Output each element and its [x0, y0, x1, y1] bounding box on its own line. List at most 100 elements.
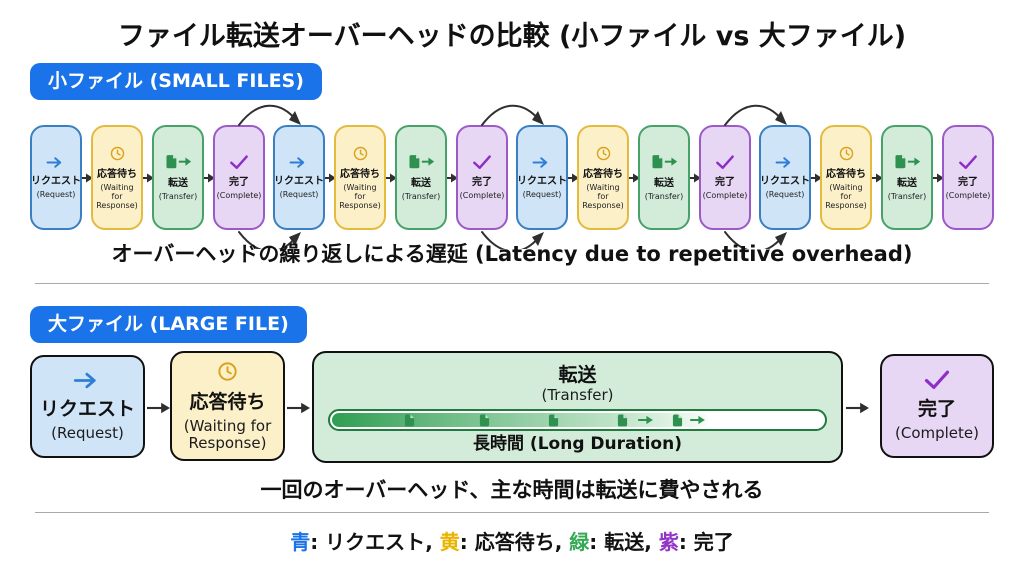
legend-label: : 転送: [589, 530, 645, 554]
step-label-en: (Transfer): [158, 191, 198, 201]
legend-label: : 応答待ち: [459, 530, 555, 554]
large-file-caption: 一回のオーバーヘッド、主な時間は転送に費やされる: [260, 478, 764, 502]
arrow-right-connector: [82, 125, 93, 230]
step-box-transfer: 転送 (Transfer): [152, 125, 204, 230]
arrow-right-icon: [289, 156, 309, 169]
legend-item-blue: 青: リクエスト: [290, 530, 425, 554]
clock-icon: [352, 145, 369, 162]
legend-key-yellow: 黄: [439, 530, 460, 554]
file-transfer-icon: [893, 154, 921, 171]
step-label-en: (Transfer): [401, 191, 441, 201]
small-files-badge: 小ファイル (SMALL FILES): [30, 63, 322, 100]
file-icon: [548, 413, 559, 427]
arrow-right-connector: [811, 125, 822, 230]
step-box-complete: 完了 (Complete): [942, 125, 994, 230]
check-icon: [229, 154, 249, 170]
section-divider: [35, 283, 989, 284]
legend-separator: ,: [425, 530, 440, 554]
transfer-progress-bar: [328, 409, 827, 431]
color-legend: 青: リクエスト, 黄: 応答待ち, 緑: 転送, 紫: 完了: [0, 526, 1024, 555]
step-box-waiting: 応答待ち (Waiting for Response): [820, 125, 872, 230]
step-box-transfer: 転送 (Transfer): [881, 125, 933, 230]
file-icon: [672, 413, 683, 427]
step-label-jp: 完了: [229, 177, 249, 189]
step-label-jp: 応答待ち: [189, 390, 266, 413]
step-box-waiting: 応答待ち (Waiting for Response): [334, 125, 386, 230]
transfer-heading: 転送 (Transfer): [314, 360, 841, 404]
step-box-request: リクエスト (Request): [30, 355, 145, 458]
step-label-jp: 完了: [472, 177, 492, 189]
step-box-request: リクエスト (Request): [516, 125, 568, 230]
step-box-waiting: 応答待ち (Waiting for Response): [577, 125, 629, 230]
step-label-jp: 完了: [958, 177, 978, 189]
step-label-jp: リクエスト: [517, 175, 567, 187]
step-box-request: リクエスト (Request): [759, 125, 811, 230]
legend-separator: ,: [554, 530, 570, 554]
file-transfer-icon: [650, 154, 678, 171]
step-label-en: (Complete): [702, 191, 748, 201]
arrow-right-connector: [872, 125, 883, 230]
legend-key-green: 緑: [569, 530, 590, 554]
step-box-transfer: 転送 (Transfer): [395, 125, 447, 230]
legend-item-purple: 紫: 完了: [659, 530, 734, 554]
step-box-waiting: 応答待ち (Waiting for Response): [91, 125, 143, 230]
large-file-flow: リクエスト (Request) 応答待ち (Waiting for Respon…: [30, 351, 994, 465]
check-icon: [715, 154, 735, 170]
clock-icon: [838, 145, 855, 162]
transfer-duration-label: 長時間 (Long Duration): [473, 434, 682, 454]
step-label-en: (Request): [36, 189, 76, 199]
arrow-right-connector: [690, 125, 701, 230]
step-label-jp: 応答待ち: [583, 168, 623, 180]
step-label-en: (Waiting for Response): [339, 182, 381, 211]
step-label-jp: 完了: [715, 177, 735, 189]
step-label-en: (Complete): [945, 191, 991, 201]
step-label-jp: 応答待ち: [826, 168, 866, 180]
arrow-right-icon: [73, 371, 103, 390]
file-transfer-icon: [164, 154, 192, 171]
arrow-right-connector: [147, 400, 170, 420]
step-label-en: (Transfer): [541, 386, 614, 404]
step-label-jp: 転送: [897, 177, 917, 189]
arrow-right-icon: [532, 156, 552, 169]
arrow-right-icon: [637, 415, 654, 426]
file-icon: [404, 413, 415, 427]
small-file-cycle-1: リクエスト (Request) 応答待ち (Waiting for Respon…: [30, 125, 265, 230]
arrow-right-connector: [143, 125, 154, 230]
clock-icon: [595, 145, 612, 162]
step-label-en: (Transfer): [887, 191, 927, 201]
arrow-right-connector: [386, 125, 397, 230]
arrow-right-connector: [287, 400, 310, 420]
transfer-progress-fill: [332, 413, 709, 427]
step-label-jp: 応答待ち: [97, 168, 137, 180]
step-label-jp: リクエスト: [760, 175, 810, 187]
legend-key-purple: 紫: [658, 530, 679, 554]
step-label-jp: 転送: [558, 364, 597, 386]
arrow-right-icon: [775, 156, 795, 169]
step-label-jp: リクエスト: [39, 397, 135, 420]
step-box-request: リクエスト (Request): [273, 125, 325, 230]
step-label-en: (Waiting for Response): [96, 182, 138, 211]
check-icon: [923, 369, 951, 390]
small-file-cycle-4: リクエスト (Request) 応答待ち (Waiting for Respon…: [759, 125, 994, 230]
step-box-transfer: 転送 (Transfer): [638, 125, 690, 230]
step-label-en: (Waiting for Response): [183, 416, 272, 452]
legend-separator: ,: [644, 530, 659, 554]
small-files-flow: リクエスト (Request) 応答待ち (Waiting for Respon…: [30, 97, 994, 249]
step-label-jp: 完了: [917, 398, 956, 421]
step-label-jp: リクエスト: [274, 175, 324, 187]
legend-item-green: 緑: 転送: [569, 530, 644, 554]
arrow-right-connector: [568, 125, 579, 230]
legend-item-yellow: 黄: 応答待ち: [440, 530, 555, 554]
step-label-en: (Complete): [895, 424, 979, 443]
check-icon: [472, 154, 492, 170]
step-box-complete: 完了 (Complete): [699, 125, 751, 230]
step-box-complete: 完了 (Complete): [456, 125, 508, 230]
arrow-right-connector: [325, 125, 336, 230]
small-files-caption: オーバーヘッドの繰り返しによる遅延 (Latency due to repeti…: [111, 242, 913, 266]
step-box-request: リクエスト (Request): [30, 125, 82, 230]
file-icon: [617, 413, 628, 427]
step-label-jp: 応答待ち: [340, 168, 380, 180]
file-transfer-icon: [407, 154, 435, 171]
clock-icon: [216, 360, 239, 383]
step-label-jp: 転送: [168, 177, 188, 189]
